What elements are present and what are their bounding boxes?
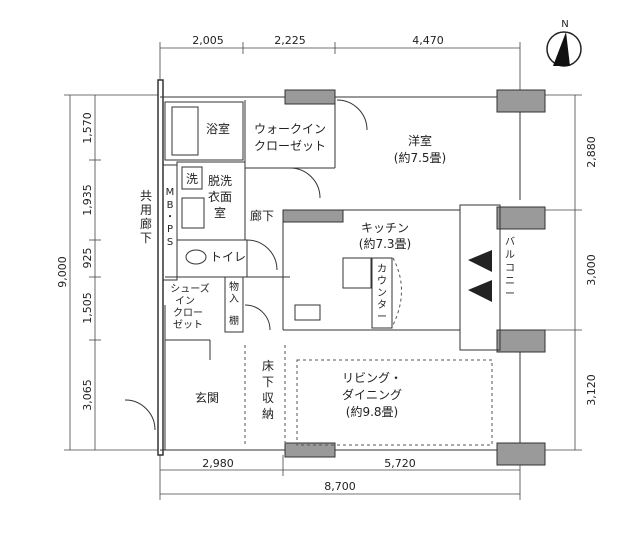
label-common-corridor-4: 下 [140, 231, 152, 245]
label-underfloor-3: 収 [262, 391, 274, 405]
label-dressing-1: 脱洗 [208, 173, 232, 188]
label-storage-1: 物 [229, 280, 239, 293]
compass-label: N [561, 19, 568, 30]
dim-bottom-1: 2,980 [202, 457, 234, 470]
north-compass-icon: N [546, 19, 582, 67]
label-counter-1: カ [377, 263, 387, 275]
label-common-corridor-1: 共 [140, 189, 152, 203]
label-underfloor-4: 納 [262, 407, 274, 421]
dim-left-3: 925 [81, 248, 94, 269]
label-western-size: (約7.5畳) [394, 150, 446, 165]
label-balcony-2: ル [505, 250, 515, 261]
label-corridor: 廊下 [250, 208, 274, 223]
dim-right-3: 3,120 [585, 374, 598, 406]
dim-top-1: 2,005 [192, 34, 224, 47]
label-storage-2: 入 [229, 294, 239, 305]
label-entrance: 玄関 [195, 390, 219, 405]
label-mbps-4: P [167, 224, 173, 235]
label-living-1: リビング・ [342, 371, 402, 385]
label-living-size: (約9.8畳) [346, 404, 398, 419]
label-kitchen: キッチン [361, 221, 409, 235]
label-common-corridor-2: 用 [140, 203, 152, 217]
label-balcony-1: バ [505, 236, 515, 248]
label-mbps-5: S [167, 237, 173, 248]
dim-top-2: 2,225 [274, 34, 306, 47]
label-kitchen-size: (約7.3畳) [359, 236, 411, 251]
dim-left-4: 1,505 [81, 292, 94, 324]
label-shoes-3: クロー [173, 307, 203, 319]
label-wic-2: クローゼット [254, 139, 326, 153]
dim-left-total: 9,000 [56, 256, 69, 288]
label-balcony-3: コ [505, 263, 515, 274]
label-underfloor-1: 床 [262, 359, 274, 373]
label-counter-2: ウ [377, 275, 387, 287]
walls [124, 79, 546, 466]
label-common-corridor-3: 廊 [140, 216, 152, 231]
room-labels: 浴室 ウォークイン クローゼット 洋室 (約7.5畳) 洗 脱洗 衣面 室 廊下… [140, 121, 515, 421]
label-shelf: 棚 [229, 314, 239, 327]
label-western: 洋室 [408, 133, 432, 148]
dimension-lines [64, 42, 582, 500]
label-shoes-2: イン [175, 296, 195, 307]
dim-left: 1,570 1,935 925 1,505 3,065 9,000 2,880 … [56, 112, 598, 411]
dim-left-1: 1,570 [81, 112, 94, 144]
label-counter-5: ー [377, 312, 387, 323]
label-counter-4: タ [377, 299, 387, 311]
dim-bottom-total: 8,700 [324, 480, 356, 493]
label-balcony-5: ー [505, 289, 515, 300]
label-mbps-3: ・ [165, 212, 175, 223]
label-mbps-1: M [166, 187, 175, 198]
label-counter-3: ン [377, 288, 387, 299]
dim-right-1: 2,880 [585, 136, 598, 168]
label-dressing-3: 室 [214, 205, 226, 220]
label-bath: 浴室 [206, 121, 230, 136]
dim-bottom-2: 5,720 [384, 457, 416, 470]
label-dressing-2: 衣面 [208, 189, 232, 204]
label-washer: 洗 [186, 172, 198, 186]
label-balcony-4: ニ [505, 276, 515, 287]
dim-top-3: 4,470 [412, 34, 444, 47]
label-shoes-1: シューズ [170, 282, 210, 295]
dim-left-5: 3,065 [81, 379, 94, 411]
dim-right-2: 3,000 [585, 254, 598, 286]
label-shoes-4: ゼット [173, 319, 203, 331]
label-mbps-2: B [167, 200, 174, 211]
dim-left-2: 1,935 [81, 184, 94, 216]
label-underfloor-2: 下 [262, 375, 274, 389]
label-wic-1: ウォークイン [254, 122, 326, 136]
label-living-2: ダイニング [342, 387, 402, 402]
label-toilet: トイレ [210, 250, 246, 264]
